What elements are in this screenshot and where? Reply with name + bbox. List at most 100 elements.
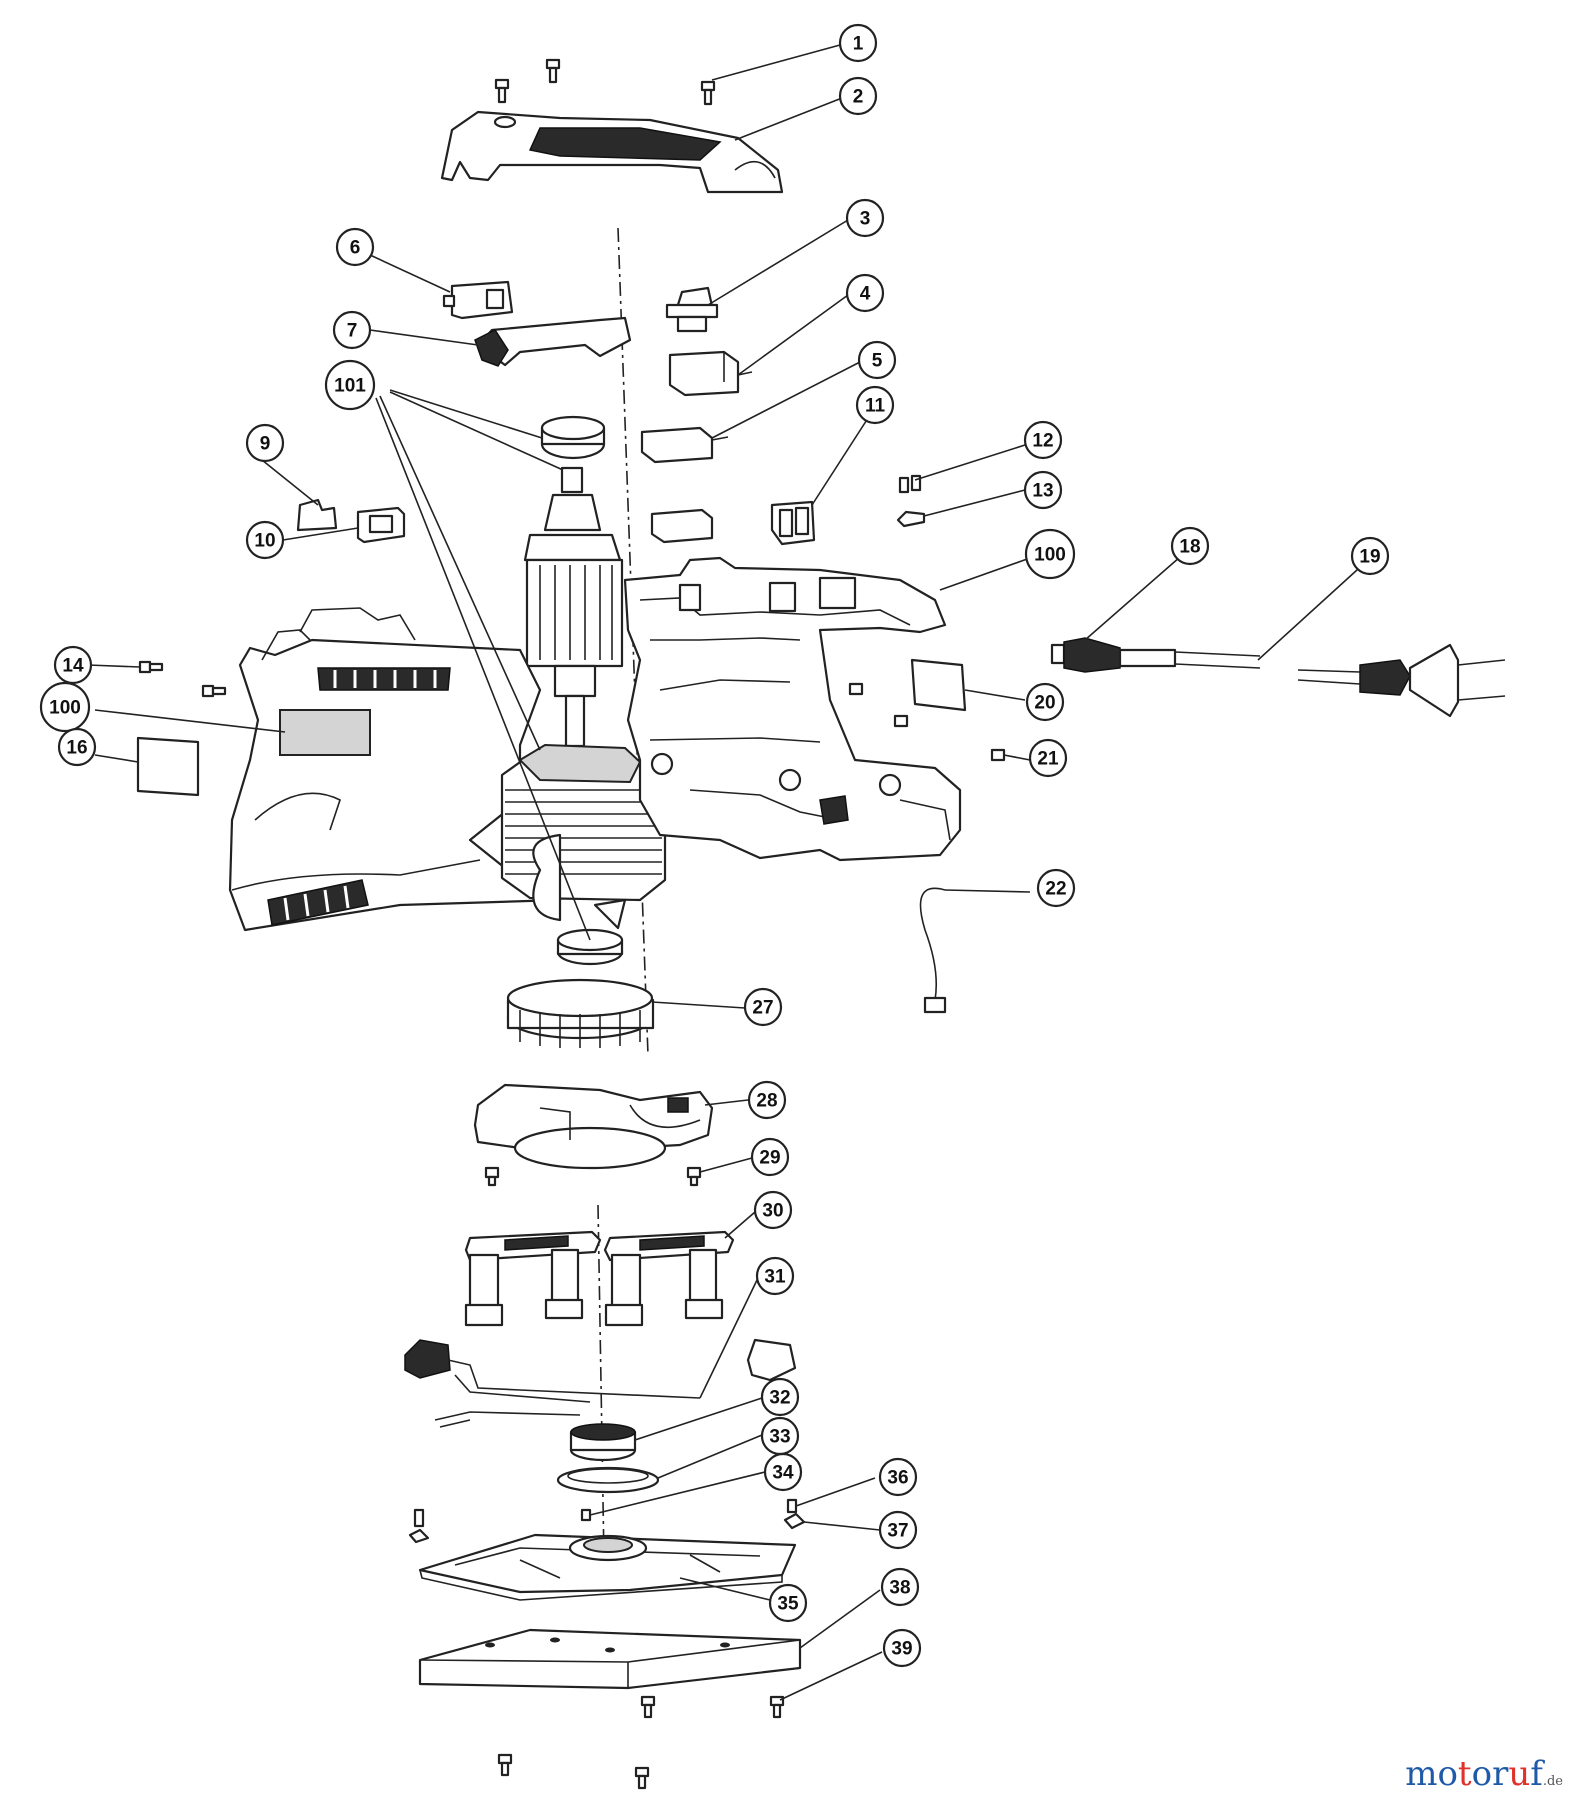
part-37-washer [783,1512,806,1530]
part-9-clip [296,498,338,532]
callout-label: 21 [1037,749,1059,770]
callout-4: 4 [845,273,885,313]
callout-label: 32 [769,1388,790,1409]
callout-10: 10 [245,520,285,560]
callout-label: 5 [872,351,883,372]
callout-5: 5 [857,340,897,380]
part-7-lever [474,316,632,367]
part-30-feet-right [603,1230,735,1327]
callout-label: 39 [891,1639,912,1660]
field-stator [500,743,667,930]
callout-label: 35 [777,1594,799,1615]
part-5-switch [640,426,729,464]
part-2-top-cover [440,110,784,194]
callout-label: 101 [334,376,366,397]
connector-block [650,508,714,544]
watermark-brand: motoruf [1405,1754,1543,1794]
lower-axis-line [597,1204,605,1561]
callout-19: 19 [1350,536,1390,576]
callout-label: 38 [889,1578,910,1599]
callout-3: 3 [845,198,885,238]
callout-22: 22 [1036,868,1076,908]
watermark-suffix: .de [1542,1774,1563,1789]
part-3-knob [665,286,719,333]
part-36-screw [786,1498,798,1514]
part-39-screws [497,1695,785,1790]
part-1-screws [494,58,716,106]
callout-label: 36 [887,1468,908,1489]
callout-label: 20 [1034,693,1055,714]
callout-2: 2 [838,76,878,116]
callout-label: 3 [860,209,871,230]
callout-9: 9 [245,423,285,463]
callout-11: 11 [855,385,895,425]
callout-16: 16 [57,727,97,767]
part-33-ring [556,1466,660,1494]
part-31-clamp-lever [404,1338,797,1428]
callout-label: 4 [860,284,871,305]
callout-35: 35 [768,1583,808,1623]
part-29-screws [484,1166,702,1187]
callout-18: 18 [1170,526,1210,566]
callout-27: 27 [743,987,783,1027]
part-101-bearing-top [540,415,606,460]
callout-label: 14 [62,656,84,677]
part-32-bushing [569,1423,637,1462]
callout-101: 101 [324,359,376,411]
callout-12: 12 [1023,420,1063,460]
callout-label: 11 [865,396,886,417]
callout-14: 14 [53,645,93,685]
callout-7: 7 [332,310,372,350]
part-14-screw [138,660,164,674]
part-34-pin [580,1508,592,1522]
callout-100-left: 100 [39,681,91,733]
part-19-power-cord [1174,643,1506,718]
housing-left [228,607,562,932]
leader-lines [87,44,1369,1701]
part-28-base-plate [473,1083,714,1170]
callout-label: 30 [762,1201,783,1222]
part-22-wire [919,887,947,1014]
callout-label: 18 [1179,537,1200,558]
callout-label: 27 [752,998,773,1019]
callout-label: 7 [347,321,358,342]
callout-28: 28 [747,1080,787,1120]
callout-label: 16 [66,738,87,759]
left-screw [201,684,227,698]
callout-100-right: 100 [1024,528,1076,580]
callout-label: 33 [769,1427,790,1448]
armature [523,466,624,748]
callout-20: 20 [1025,682,1065,722]
callout-29: 29 [750,1137,790,1177]
left-pad-screw [408,1508,430,1544]
callout-21: 21 [1028,738,1068,778]
callout-31: 31 [755,1256,795,1296]
callout-37: 37 [878,1510,918,1550]
housing-right [623,556,962,862]
part-21-screws [848,682,1006,762]
callout-label: 6 [350,238,361,259]
callout-32: 32 [760,1377,800,1417]
callout-label: 34 [772,1463,794,1484]
part-35-pad-base [418,1533,797,1601]
part-6-block [442,280,514,320]
part-101-bearing-bottom [556,928,624,966]
callout-label: 2 [853,87,864,108]
callout-label: 10 [254,531,275,552]
part-18-cord-guard [1050,637,1177,673]
callout-label: 1 [853,34,864,55]
callout-label: 100 [49,698,81,719]
callout-30: 30 [753,1190,793,1230]
part-16-label [136,736,200,797]
part-38-sanding-sheet [418,1628,802,1690]
part-12-screws [898,474,922,494]
callout-38: 38 [880,1567,920,1607]
callout-36: 36 [878,1457,918,1497]
callout-label: 31 [764,1267,786,1288]
part-4-switch [668,350,753,397]
callout-label: 19 [1359,547,1380,568]
part-10-brush-holder [356,506,406,544]
callout-label: 12 [1032,431,1053,452]
callout-1: 1 [838,23,878,63]
